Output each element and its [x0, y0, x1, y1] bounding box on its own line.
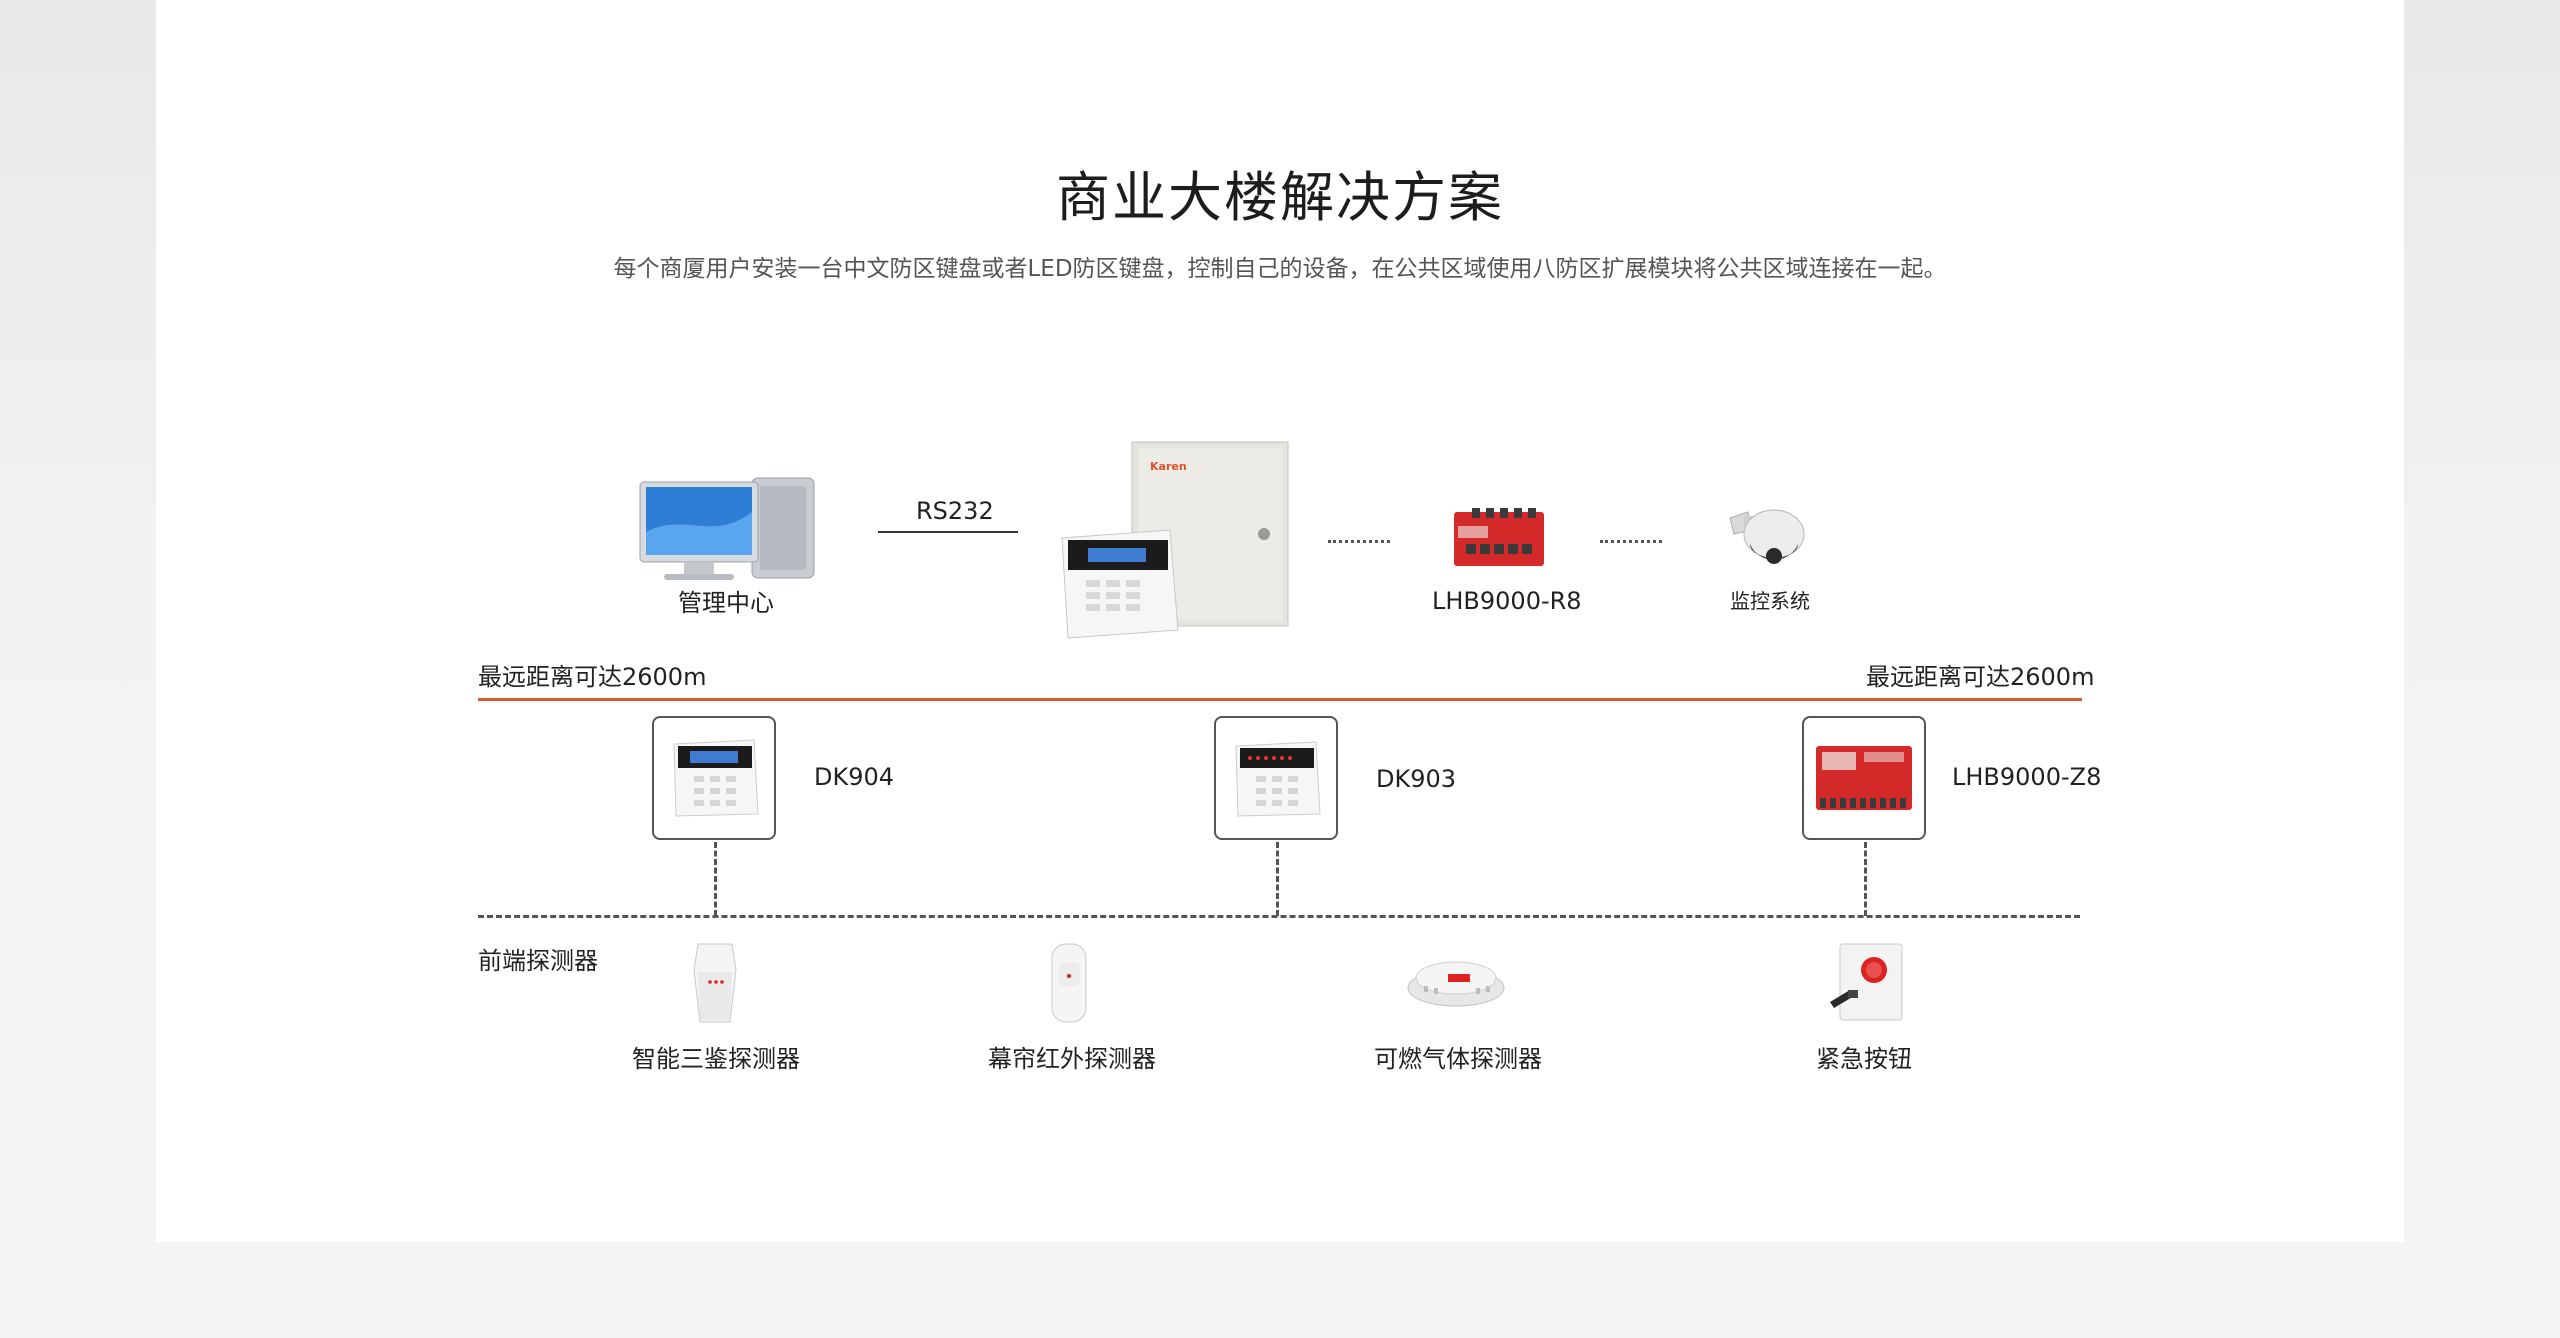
tri-tech-detector-icon [693, 943, 737, 1023]
dotted-link-1 [1328, 540, 1390, 543]
page-subtitle: 每个商厦用户安装一台中文防区键盘或者LED防区键盘，控制自己的设备，在公共区域使… [613, 256, 1947, 282]
drop-line-2 [1276, 842, 1279, 916]
detector-section-label: 前端探测器 [478, 947, 598, 975]
computer-icon [639, 477, 815, 580]
alarm-host-panel-icon [1061, 441, 1289, 639]
detector-label-curtain: 幕帘红外探测器 [988, 1045, 1156, 1073]
camera-icon [1729, 509, 1805, 564]
relay-board-label: LHB9000-R8 [1432, 587, 1582, 615]
rs232-link-line [878, 531, 1018, 533]
drop-line-1 [714, 842, 717, 916]
module-card-dk903[interactable] [1214, 716, 1338, 840]
page-title: 商业大楼解决方案 [1056, 166, 1504, 229]
module-label-dk904: DK904 [814, 763, 895, 791]
drop-line-3 [1864, 842, 1867, 916]
dotted-link-2 [1600, 540, 1662, 543]
computer-label: 管理中心 [678, 589, 774, 617]
relay-board-icon [1454, 508, 1544, 566]
curtain-pir-detector-icon [1051, 943, 1087, 1023]
bus-distance-right: 最远距离可达2600m [1866, 663, 2095, 691]
module-label-lhb9000-z8: LHB9000-Z8 [1952, 763, 2102, 791]
module-label-dk903: DK903 [1376, 765, 1457, 793]
detector-bus-line [478, 915, 2080, 918]
camera-label: 监控系统 [1730, 589, 1810, 613]
keypad-dk903-icon [1235, 741, 1321, 817]
bus-distance-left: 最远距离可达2600m [478, 663, 707, 691]
detector-label-panic: 紧急按钮 [1816, 1045, 1912, 1073]
rs232-label: RS232 [916, 497, 994, 525]
emergency-button-icon [1830, 943, 1903, 1021]
detector-label-tri-tech: 智能三鉴探测器 [632, 1045, 800, 1073]
keypad-dk904-icon [673, 739, 759, 817]
expansion-board-icon [1816, 746, 1912, 810]
detector-label-gas: 可燃气体探测器 [1374, 1045, 1542, 1073]
panel-brand-logo: Karen [1150, 460, 1187, 473]
module-card-lhb9000-z8[interactable] [1802, 716, 1926, 840]
gas-detector-icon [1407, 961, 1505, 1007]
module-card-dk904[interactable] [652, 716, 776, 840]
bus-line [478, 698, 2082, 701]
